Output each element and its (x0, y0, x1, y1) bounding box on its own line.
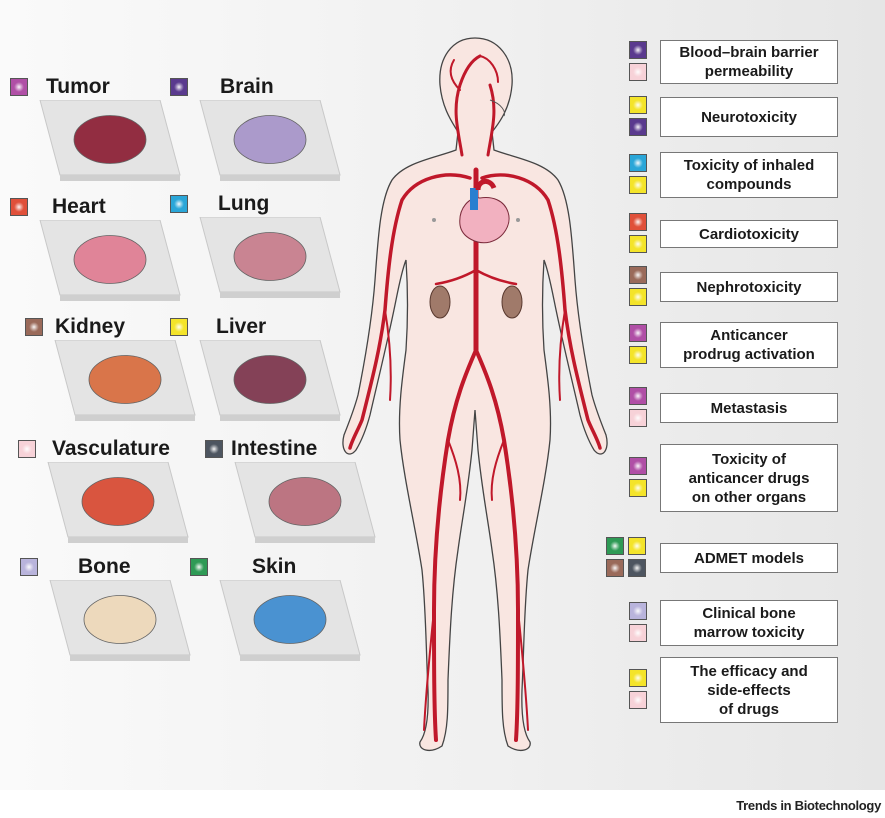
application-color-swatch (629, 669, 647, 687)
organ-label: Heart (52, 195, 106, 218)
application-label: Toxicity of inhaled compounds (683, 157, 815, 193)
application-label: Anticancer prodrug activation (683, 327, 815, 363)
organ-color-swatch (25, 318, 43, 336)
application-box: Clinical bone marrow toxicity (660, 600, 838, 646)
application-box: Toxicity of inhaled compounds (660, 152, 838, 198)
application-color-swatch (629, 213, 647, 231)
kidney-icon (54, 340, 196, 421)
intestine-icon (234, 462, 376, 543)
application-color-swatch (629, 324, 647, 342)
application-box: ADMET models (660, 543, 838, 573)
organ-label: Skin (252, 555, 297, 578)
tumor-icon (39, 100, 181, 181)
application-label: Cardiotoxicity (698, 225, 800, 243)
organ-label: Intestine (231, 437, 318, 460)
organ-color-swatch (10, 198, 28, 216)
organ-label: Tumor (46, 75, 110, 98)
nipple-right (516, 218, 520, 222)
application-color-swatch (628, 537, 646, 555)
application-label: Clinical bone marrow toxicity (693, 605, 805, 641)
organ-label: Kidney (55, 315, 126, 338)
application-box: The efficacy and side-effects of drugs (660, 657, 838, 723)
application-color-swatch (629, 387, 647, 405)
organ-tile-brain: Brain (170, 75, 341, 183)
organ-label: Lung (218, 192, 270, 215)
application-color-swatch (629, 176, 647, 194)
application-color-swatch (629, 479, 647, 497)
organ-color-swatch (18, 440, 36, 458)
organ-tile-vasculature: Vasculature (18, 437, 189, 545)
organ-tile-heart: Heart (10, 195, 181, 303)
organ-label: Vasculature (52, 437, 170, 460)
organ-label: Bone (78, 555, 131, 578)
face-outline (489, 99, 505, 117)
application-label: Nephrotoxicity (696, 278, 802, 296)
brain-icon (199, 100, 341, 181)
application-color-swatch (629, 96, 647, 114)
application-box: Blood–brain barrier permeability (660, 40, 838, 84)
application-box: Neurotoxicity (660, 97, 838, 137)
heart-organ (459, 179, 510, 244)
application-color-swatch (629, 602, 647, 620)
application-color-swatch (606, 537, 624, 555)
bone-icon (49, 580, 191, 661)
organ-tile-lung: Lung (170, 192, 341, 300)
organ-tile-kidney: Kidney (25, 315, 196, 423)
lung-icon (199, 217, 341, 298)
application-box: Nephrotoxicity (660, 272, 838, 302)
application-label: The efficacy and side-effects of drugs (690, 662, 808, 718)
heart-icon (39, 220, 181, 301)
artery-network (348, 54, 602, 742)
application-color-swatch (629, 266, 647, 284)
application-color-swatch (629, 63, 647, 81)
organ-color-swatch (10, 78, 28, 96)
application-color-swatch (629, 288, 647, 306)
journal-credit: Trends in Biotechnology (736, 798, 881, 813)
application-color-swatch (629, 118, 647, 136)
application-color-swatch (628, 559, 646, 577)
organ-color-swatch (20, 558, 38, 576)
application-color-swatch (629, 457, 647, 475)
vasculature-icon (47, 462, 189, 543)
organ-color-swatch (170, 78, 188, 96)
skin-icon (219, 580, 361, 661)
application-label: Metastasis (710, 399, 788, 417)
liver-icon (199, 340, 341, 421)
application-color-swatch (629, 409, 647, 427)
application-color-swatch (629, 624, 647, 642)
human-body-figure (330, 30, 620, 770)
kidney-organs (429, 285, 523, 319)
application-color-swatch (629, 691, 647, 709)
application-label: ADMET models (693, 549, 804, 567)
organ-label: Brain (220, 75, 274, 98)
application-label: Toxicity of anticancer drugs on other or… (688, 450, 810, 506)
application-box: Anticancer prodrug activation (660, 322, 838, 368)
application-color-swatch (629, 346, 647, 364)
nipple-left (432, 218, 436, 222)
application-color-swatch (606, 559, 624, 577)
organ-tile-skin: Skin (190, 555, 361, 663)
application-box: Cardiotoxicity (660, 220, 838, 248)
human-body-svg (342, 37, 608, 752)
application-box: Toxicity of anticancer drugs on other or… (660, 444, 838, 512)
organ-tile-tumor: Tumor (10, 75, 181, 183)
organ-color-swatch (190, 558, 208, 576)
organ-tile-bone: Bone (20, 555, 191, 663)
application-label: Blood–brain barrier permeability (679, 44, 819, 80)
organ-tile-intestine: Intestine (205, 437, 376, 545)
organ-tile-liver: Liver (170, 315, 341, 423)
body-silhouette (342, 37, 608, 752)
organ-color-swatch (170, 195, 188, 213)
organ-color-swatch (170, 318, 188, 336)
organ-label: Liver (216, 315, 267, 338)
application-color-swatch (629, 41, 647, 59)
application-color-swatch (629, 235, 647, 253)
application-label: Neurotoxicity (701, 108, 797, 126)
organ-color-swatch (205, 440, 223, 458)
application-box: Metastasis (660, 393, 838, 423)
application-color-swatch (629, 154, 647, 172)
